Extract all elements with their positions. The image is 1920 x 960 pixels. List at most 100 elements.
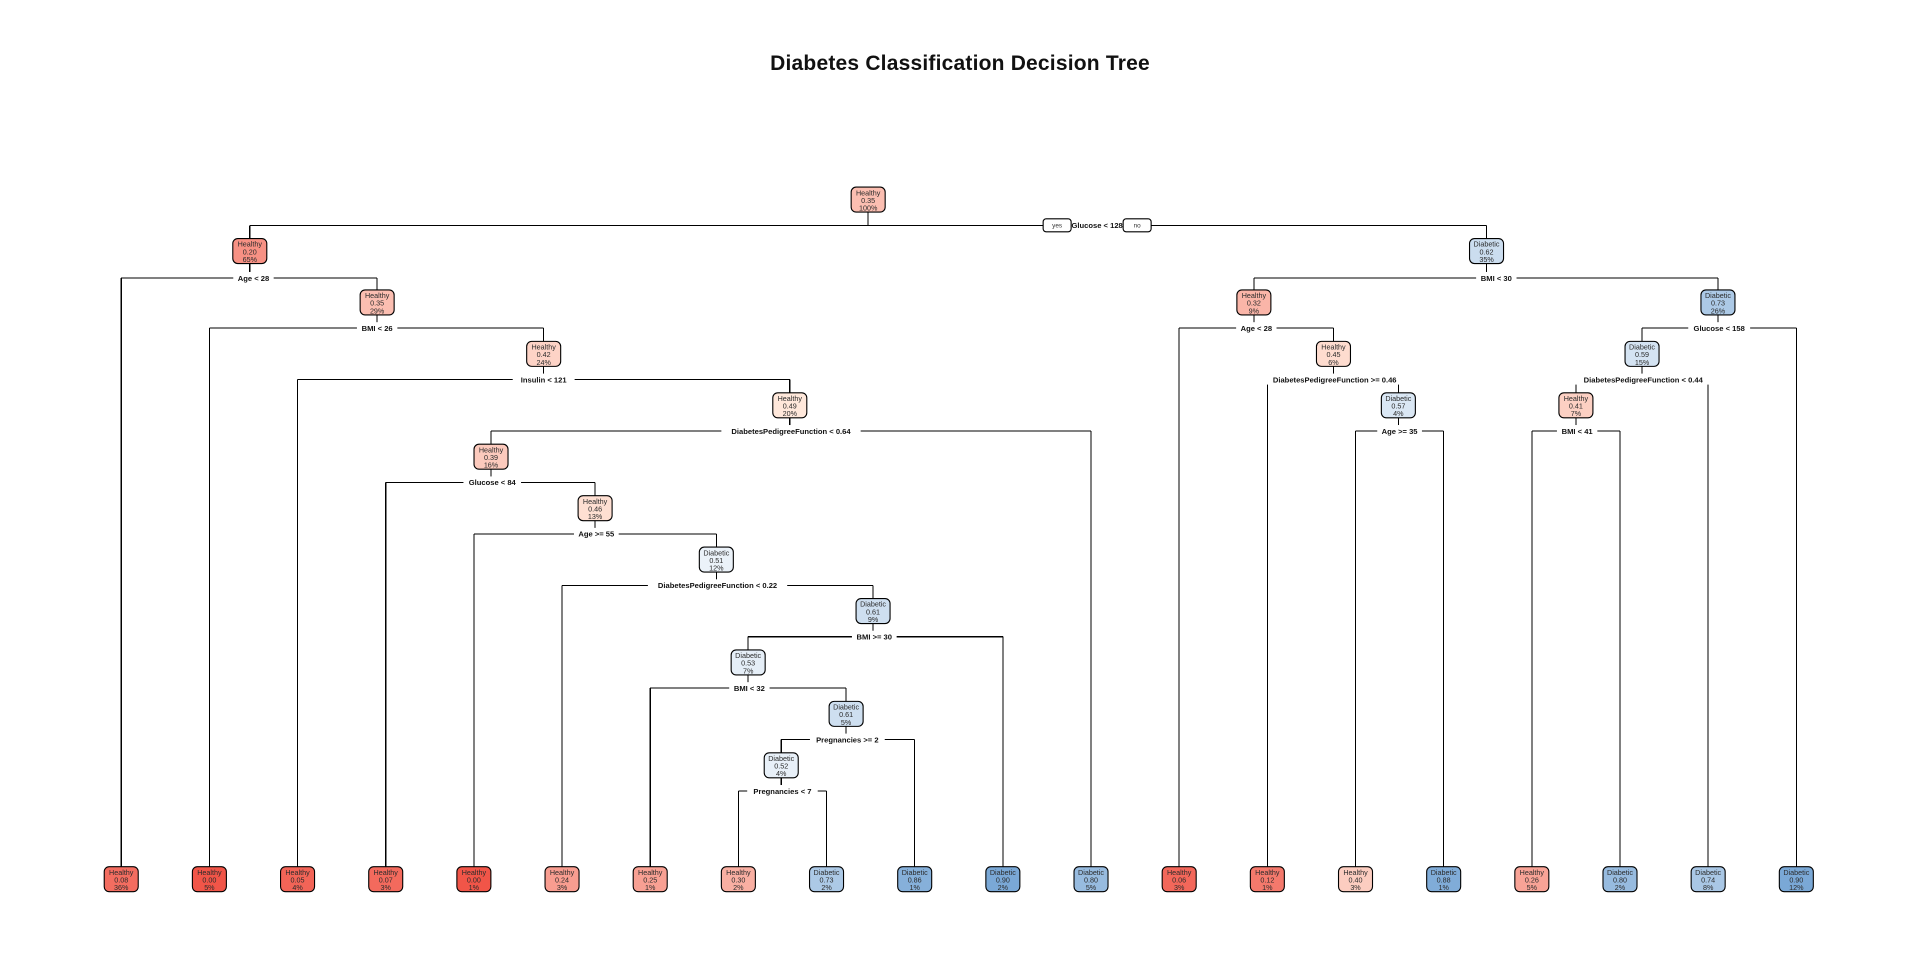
svg-text:2%: 2%	[733, 883, 744, 892]
svg-text:5%: 5%	[1527, 883, 1538, 892]
svg-text:Diabetic: Diabetic	[1078, 868, 1104, 877]
tree-split-label: Age >= 35	[1377, 425, 1422, 437]
svg-text:Age < 28: Age < 28	[238, 274, 269, 283]
tree-split-label: Insulin < 121	[512, 373, 575, 385]
svg-text:DiabetesPedigreeFunction < 0.2: DiabetesPedigreeFunction < 0.22	[658, 581, 777, 590]
tree-split-label: DiabetesPedigreeFunction < 0.22	[647, 579, 788, 591]
svg-text:0.51: 0.51	[709, 556, 723, 565]
svg-text:Diabetic: Diabetic	[990, 868, 1016, 877]
svg-text:0.12: 0.12	[1260, 875, 1274, 884]
svg-text:0.62: 0.62	[1480, 247, 1494, 256]
svg-text:29%: 29%	[370, 306, 385, 315]
svg-text:0.73: 0.73	[820, 875, 834, 884]
svg-text:0.61: 0.61	[866, 607, 880, 616]
svg-text:0.42: 0.42	[537, 350, 551, 359]
svg-text:Diabetic: Diabetic	[1783, 868, 1809, 877]
svg-text:BMI < 32: BMI < 32	[734, 684, 765, 693]
svg-text:Age >= 55: Age >= 55	[578, 530, 615, 539]
svg-text:9%: 9%	[1249, 306, 1260, 315]
svg-text:Diabetic: Diabetic	[735, 651, 761, 660]
tree-edge	[747, 623, 1004, 867]
svg-text:1%: 1%	[645, 883, 656, 892]
svg-text:Healthy: Healthy	[1564, 394, 1589, 403]
svg-text:3%: 3%	[1174, 883, 1185, 892]
svg-text:2%: 2%	[998, 883, 1009, 892]
svg-text:0.52: 0.52	[774, 762, 788, 771]
tree-split-label: Glucose < 158	[1688, 322, 1751, 334]
svg-text:Healthy: Healthy	[1167, 868, 1192, 877]
svg-text:0.39: 0.39	[484, 453, 498, 462]
svg-text:Diabetic: Diabetic	[860, 600, 886, 609]
tree-split-label: BMI < 41	[1556, 425, 1598, 437]
svg-text:9%: 9%	[868, 615, 879, 624]
svg-text:3%: 3%	[381, 883, 392, 892]
tree-edge	[385, 469, 596, 867]
svg-text:0.80: 0.80	[1613, 875, 1627, 884]
svg-text:Pregnancies >= 2: Pregnancies >= 2	[816, 735, 878, 744]
svg-text:Healthy: Healthy	[238, 240, 263, 249]
svg-text:Glucose < 158: Glucose < 158	[1694, 324, 1745, 333]
svg-text:Diabetic: Diabetic	[1474, 240, 1500, 249]
tree-split-label: DiabetesPedigreeFunction < 0.44	[1573, 373, 1713, 385]
svg-text:Diabetic: Diabetic	[814, 868, 840, 877]
tree-split-label: Age < 28	[1236, 322, 1277, 334]
svg-text:0.07: 0.07	[379, 875, 393, 884]
svg-text:0.90: 0.90	[1789, 875, 1803, 884]
svg-text:0.59: 0.59	[1635, 350, 1649, 359]
svg-text:Diabetic: Diabetic	[768, 754, 794, 763]
svg-text:100%: 100%	[859, 203, 878, 212]
svg-text:Healthy: Healthy	[374, 868, 399, 877]
svg-text:no: no	[1134, 223, 1142, 230]
svg-text:0.20: 0.20	[243, 247, 257, 256]
tree-edge	[1641, 314, 1797, 867]
svg-text:Age >= 35: Age >= 35	[1382, 427, 1419, 436]
tree-split-label: BMI < 32	[729, 682, 770, 694]
svg-text:1%: 1%	[469, 883, 480, 892]
svg-text:0.86: 0.86	[908, 875, 922, 884]
svg-text:Healthy: Healthy	[583, 497, 608, 506]
tree-edge	[649, 674, 847, 867]
svg-text:0.06: 0.06	[1172, 875, 1186, 884]
svg-text:5%: 5%	[204, 883, 215, 892]
svg-text:4%: 4%	[776, 769, 787, 778]
svg-text:0.90: 0.90	[996, 875, 1010, 884]
svg-text:Glucose < 84: Glucose < 84	[469, 478, 517, 487]
svg-text:Healthy: Healthy	[856, 188, 881, 197]
svg-text:Diabetic: Diabetic	[1431, 868, 1457, 877]
svg-text:65%: 65%	[243, 255, 258, 264]
svg-text:Diabetic: Diabetic	[902, 868, 928, 877]
svg-text:Healthy: Healthy	[778, 394, 803, 403]
svg-text:6%: 6%	[1328, 358, 1339, 367]
svg-text:0.40: 0.40	[1349, 875, 1363, 884]
svg-text:DiabetesPedigreeFunction >= 0.: DiabetesPedigreeFunction >= 0.46	[1273, 375, 1397, 384]
svg-text:26%: 26%	[1711, 306, 1726, 315]
svg-text:0.35: 0.35	[370, 299, 384, 308]
svg-text:DiabetesPedigreeFunction < 0.4: DiabetesPedigreeFunction < 0.44	[1584, 375, 1704, 384]
svg-text:Healthy: Healthy	[109, 868, 134, 877]
tree-split-label: DiabetesPedigreeFunction >= 0.46	[1262, 373, 1407, 385]
svg-text:Healthy: Healthy	[1255, 868, 1280, 877]
svg-text:Diabetic: Diabetic	[1385, 394, 1411, 403]
svg-text:5%: 5%	[1086, 883, 1097, 892]
svg-text:Diabetic: Diabetic	[1695, 868, 1721, 877]
svg-text:BMI < 26: BMI < 26	[362, 324, 393, 333]
tree-split-label: Glucose < 84	[463, 476, 522, 488]
